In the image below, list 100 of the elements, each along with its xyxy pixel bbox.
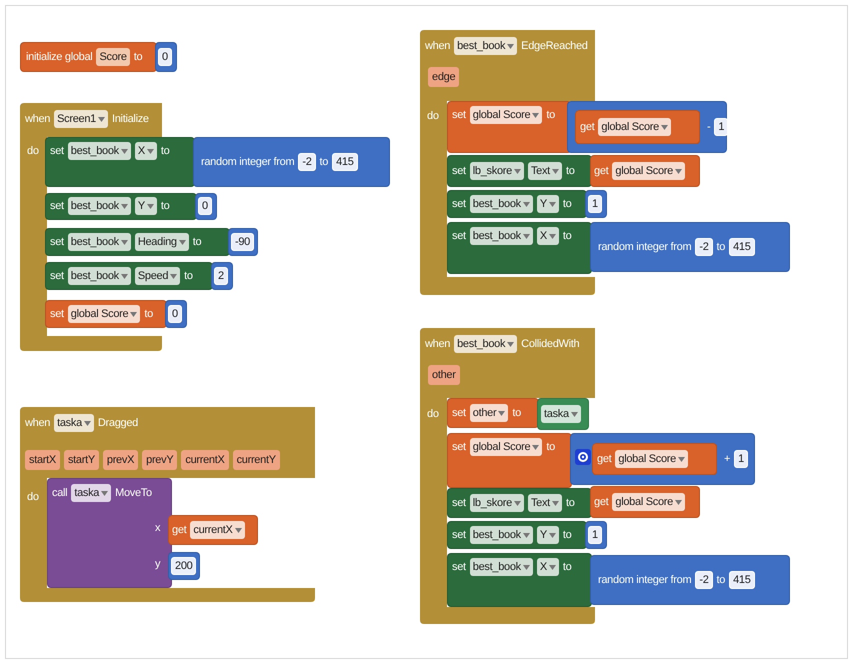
block-label: to xyxy=(184,270,193,282)
random-integer-block xyxy=(590,555,790,605)
block-label: call xyxy=(52,487,68,499)
block-label: get xyxy=(594,496,608,508)
number-field: 1 xyxy=(588,195,602,213)
block-label: MoveTo xyxy=(115,487,152,499)
variable-setter-block xyxy=(447,433,572,488)
parameter-chip: edge xyxy=(428,67,460,87)
block-label: x xyxy=(155,522,160,534)
dropdown-field: global Score xyxy=(615,450,688,468)
number-block xyxy=(211,262,233,290)
block-label: to xyxy=(144,308,153,320)
block-label: set xyxy=(452,198,466,210)
parameter-chip: other xyxy=(428,365,460,385)
setter-block xyxy=(45,193,197,220)
dropdown-field: global Score xyxy=(598,118,671,136)
block-label: to xyxy=(716,241,726,253)
dropdown-field: best_book xyxy=(470,526,533,544)
block-label: random integer from xyxy=(598,574,692,586)
block-label: set xyxy=(452,441,466,453)
block-label: to xyxy=(562,230,572,242)
parameter-chip: startY xyxy=(64,450,99,470)
block-label: y xyxy=(155,558,160,570)
number-field: 0 xyxy=(158,48,172,66)
parameter-chip: currentX xyxy=(181,450,229,470)
variable-setter-block xyxy=(45,300,167,328)
number-field: 415 xyxy=(332,153,358,171)
block-label: to xyxy=(160,145,170,157)
block-label: set xyxy=(50,200,64,212)
number-field: 415 xyxy=(729,571,755,589)
block-label: to xyxy=(566,165,575,177)
dropdown-field: global Score xyxy=(612,493,685,511)
block-label: set xyxy=(50,308,64,320)
number-block xyxy=(228,228,258,256)
block-label: Dragged xyxy=(98,417,138,429)
dropdown-field: best_book xyxy=(68,142,131,160)
dropdown-field: best_book xyxy=(470,195,533,213)
number-field: 1 xyxy=(734,450,748,468)
number-block xyxy=(585,521,607,549)
dropdown-field: lb_skore xyxy=(470,494,524,512)
number-block xyxy=(195,193,217,220)
dropdown-field: Y xyxy=(536,195,559,213)
dropdown-field: X xyxy=(134,142,157,160)
setter-block xyxy=(447,488,592,518)
dropdown-field: Text xyxy=(528,162,562,180)
dropdown-field: Y xyxy=(536,526,559,544)
block-label: initialize global xyxy=(26,51,92,63)
block-label: set xyxy=(452,407,466,419)
number-field: -2 xyxy=(695,238,713,256)
number-field: 415 xyxy=(729,238,755,256)
block-label: set xyxy=(452,230,466,242)
variable-getter-block xyxy=(590,155,700,187)
block-label: to xyxy=(546,441,555,453)
dropdown-field: best_book xyxy=(68,197,131,215)
dropdown-field: best_book xyxy=(454,335,518,353)
number-block xyxy=(585,190,607,218)
dropdown-field: Screen1 xyxy=(54,110,108,128)
setter-block xyxy=(45,262,213,290)
dropdown-field: best_book xyxy=(470,558,533,576)
random-integer-block xyxy=(590,222,790,272)
parameter-chip: prevX xyxy=(102,450,138,470)
subtraction-block xyxy=(567,101,727,153)
dropdown-field: Speed xyxy=(134,267,180,285)
dropdown-field: lb_skore xyxy=(470,162,524,180)
block-label: to xyxy=(134,51,142,63)
block-label: Initialize xyxy=(112,113,149,125)
block-label: set xyxy=(452,529,466,541)
parameter-chip: prevY xyxy=(142,450,178,470)
block-label: to xyxy=(192,236,202,248)
dropdown-field: Text xyxy=(528,494,562,512)
block-label: get xyxy=(172,524,186,536)
parameter-chip: currentY xyxy=(232,450,280,470)
block-label: set xyxy=(452,497,466,509)
block-label: to xyxy=(566,497,575,509)
number-block xyxy=(155,42,177,72)
number-block xyxy=(168,552,200,580)
block-label: - xyxy=(707,121,710,133)
block-label: when xyxy=(25,417,50,429)
block-label: + xyxy=(724,453,730,465)
block-label: random integer from xyxy=(201,156,294,168)
block-label: to xyxy=(716,574,726,586)
variable-getter-block xyxy=(592,443,717,475)
number-field: 200 xyxy=(171,557,196,575)
variable-getter-block xyxy=(590,486,700,518)
method-call-block xyxy=(47,478,172,588)
block-label: get xyxy=(594,165,608,177)
parameter-chip: startX xyxy=(25,450,60,470)
dropdown-field: best_book xyxy=(68,233,131,251)
setter-block xyxy=(45,137,195,187)
block-label: set xyxy=(50,236,64,248)
setter-block xyxy=(447,155,592,187)
setter-block xyxy=(447,222,592,274)
block-label: do xyxy=(27,145,39,157)
dropdown-field: taska xyxy=(541,405,581,423)
block-label: do xyxy=(427,408,439,420)
block-label: to xyxy=(562,198,572,210)
event-block xyxy=(20,407,315,602)
dropdown-field: X xyxy=(536,227,559,245)
block-label: set xyxy=(50,270,64,282)
dropdown-field: global Score xyxy=(470,106,542,124)
